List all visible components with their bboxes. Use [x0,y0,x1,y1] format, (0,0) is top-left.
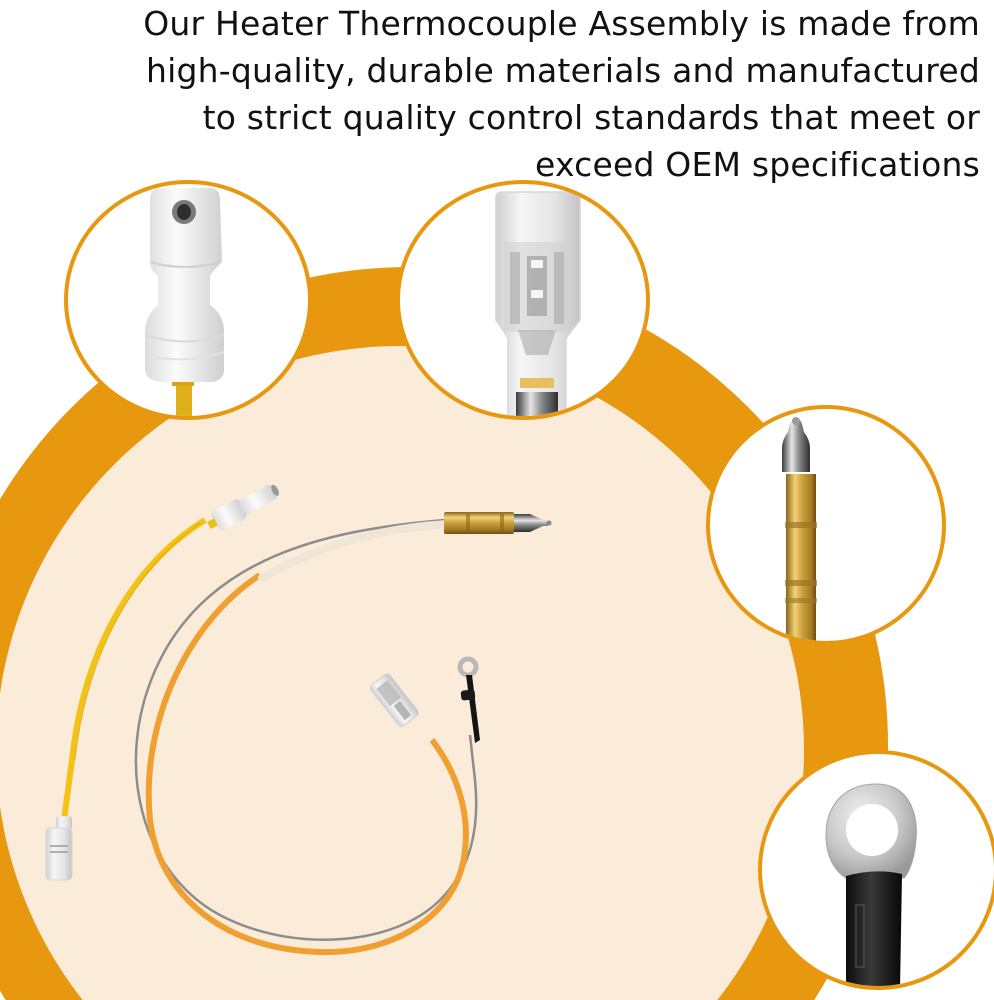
background-arc [0,267,888,1000]
white-sleeve [258,520,452,582]
clear-spade-terminal-icon [495,191,581,416]
yellow-quick-disconnect [45,816,73,881]
ring-terminal-icon [825,783,917,986]
headline-line-4: exceed OEM specifications [535,145,980,184]
white-bullet-connector-icon [145,188,225,416]
brass-probe [444,512,552,534]
headline-text: Our Heater Thermocouple Assembly is made… [20,0,980,188]
thermocouple-assembly [45,484,552,956]
black-lead-ring-terminal [457,656,480,743]
brass-thermocouple-probe-icon [782,417,817,641]
headline-line-2: high-quality, durable materials and manu… [145,51,980,90]
callout-insulated-spade-terminal [396,180,650,420]
cream-disc [0,346,804,1000]
headline-line-1: Our Heater Thermocouple Assembly is made… [143,4,980,43]
headline-line-3: to strict quality control standards that… [202,98,980,137]
yellow-wire [61,517,207,821]
callout-insulated-female-connector [64,180,312,420]
callout-ring-terminal [758,750,994,990]
orange-wire [145,572,469,956]
callout-brass-probe-tip [706,405,946,645]
clear-spade-terminal [369,673,419,728]
white-bullet-connector [206,484,279,531]
